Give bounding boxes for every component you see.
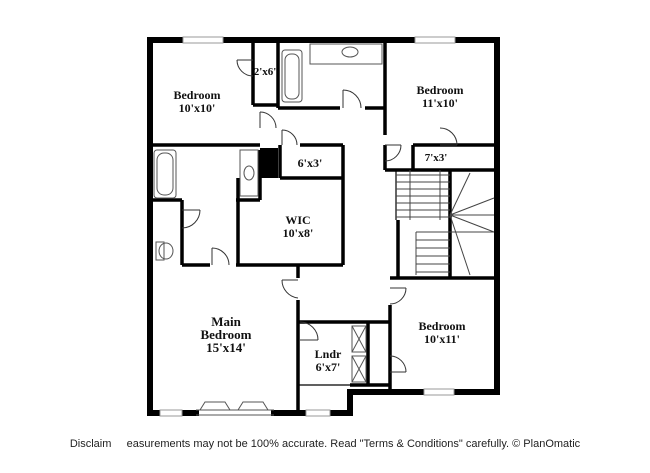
room-label-laundry: Lndr 6'x7'	[315, 347, 342, 374]
room-label-bedroom-nw: Bedroom 10'x10'	[173, 88, 220, 115]
partitions	[298, 170, 397, 386]
doors	[181, 59, 458, 373]
room-size: 10'x10'	[179, 101, 216, 115]
room-label-wic: WIC 10'x8'	[283, 213, 314, 240]
room-label-closet-2x6: 2'x6'	[254, 66, 277, 78]
room-size: 10'x8'	[283, 226, 314, 240]
windows	[159, 36, 456, 417]
room-name: Bedroom	[416, 83, 463, 97]
interior-walls	[150, 40, 497, 413]
room-name: WIC	[285, 213, 310, 227]
room-label-bedroom-ne: Bedroom 11'x10'	[416, 83, 463, 110]
room-name-line2: Bedroom	[200, 327, 251, 342]
room-size: 15'x14'	[206, 340, 246, 355]
stairs	[396, 170, 495, 276]
room-size: 6'x7'	[316, 360, 341, 374]
room-label-closet-6x3: 6'x3'	[298, 156, 323, 170]
room-name-line1: Main	[211, 314, 241, 329]
fixtures	[153, 43, 383, 383]
chase-block	[260, 148, 278, 178]
room-label-main-bedroom: Main Bedroom 15'x14'	[200, 314, 251, 355]
disclaimer-text: Disclaim easurements may not be 100% acc…	[69, 438, 581, 450]
room-name: Bedroom	[418, 319, 465, 333]
room-label-bedroom-se: Bedroom 10'x11'	[418, 319, 465, 346]
room-name: Lndr	[315, 347, 342, 361]
bay-door	[196, 401, 274, 416]
room-size: 11'x10'	[422, 96, 458, 110]
room-size: 10'x11'	[424, 332, 460, 346]
room-name: Bedroom	[173, 88, 220, 102]
room-label-closet-7x3: 7'x3'	[425, 152, 448, 164]
